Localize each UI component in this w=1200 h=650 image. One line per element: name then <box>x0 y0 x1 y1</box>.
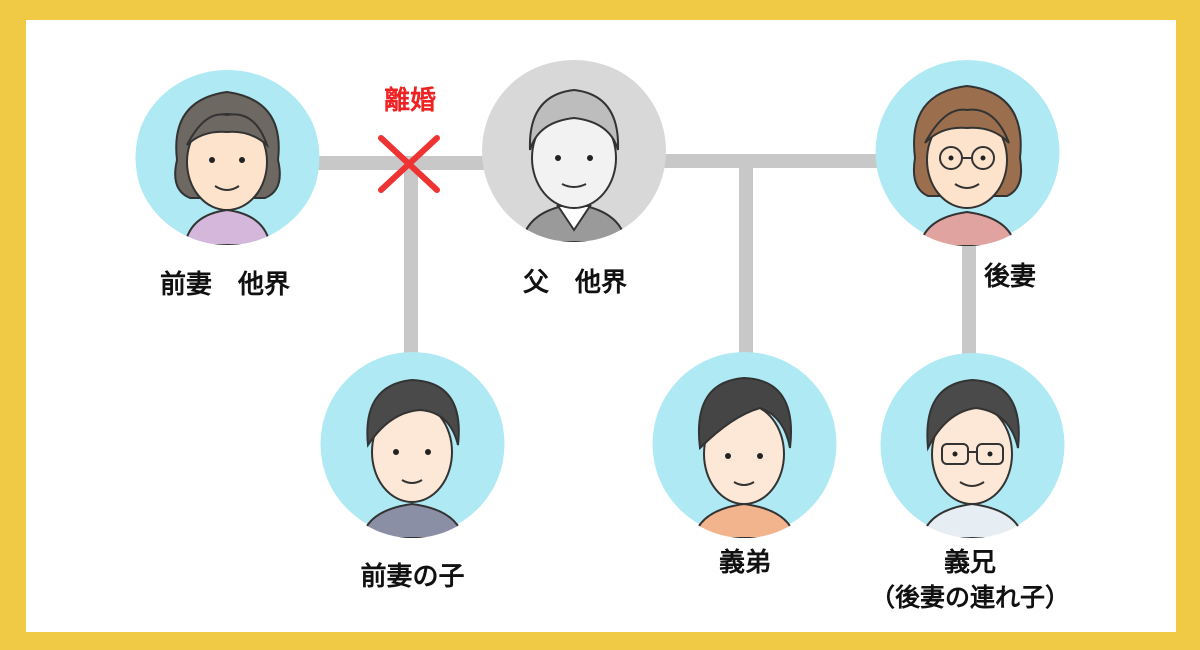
label-older-step-brother: 義兄 <box>943 548 996 578</box>
avatar-former-wife <box>135 70 320 245</box>
label-former-wife-child: 前妻の子 <box>360 562 465 592</box>
label-younger-half-brother: 義弟 <box>718 548 771 578</box>
child-line-former <box>404 163 418 358</box>
avatar-younger-half-brother <box>652 350 837 538</box>
young-man-icon <box>652 352 837 538</box>
woman-with-glasses-icon <box>875 60 1060 246</box>
label-second-wife: 後妻 <box>983 262 1036 292</box>
child-line-younger-brother <box>739 161 753 358</box>
marriage-line-former <box>310 156 490 170</box>
man-with-glasses-icon <box>880 353 1065 538</box>
man-icon <box>320 352 505 538</box>
marriage-line-second <box>660 154 880 168</box>
label-former-wife: 前妻 他界 <box>159 270 290 300</box>
divorce-label: 離婚 <box>383 86 436 116</box>
avatar-father <box>480 60 668 242</box>
avatar-former-wife-child <box>320 350 505 538</box>
avatar-older-step-brother <box>880 352 1065 538</box>
cross-icon <box>378 135 440 193</box>
child-line-stepchild <box>962 245 976 355</box>
avatar-second-wife <box>875 58 1060 246</box>
elderly-woman-icon <box>135 70 320 245</box>
note-older-step-brother: （後妻の連れ子） <box>869 583 1070 612</box>
label-father: 父 他界 <box>522 268 627 298</box>
elderly-man-icon <box>482 60 666 242</box>
